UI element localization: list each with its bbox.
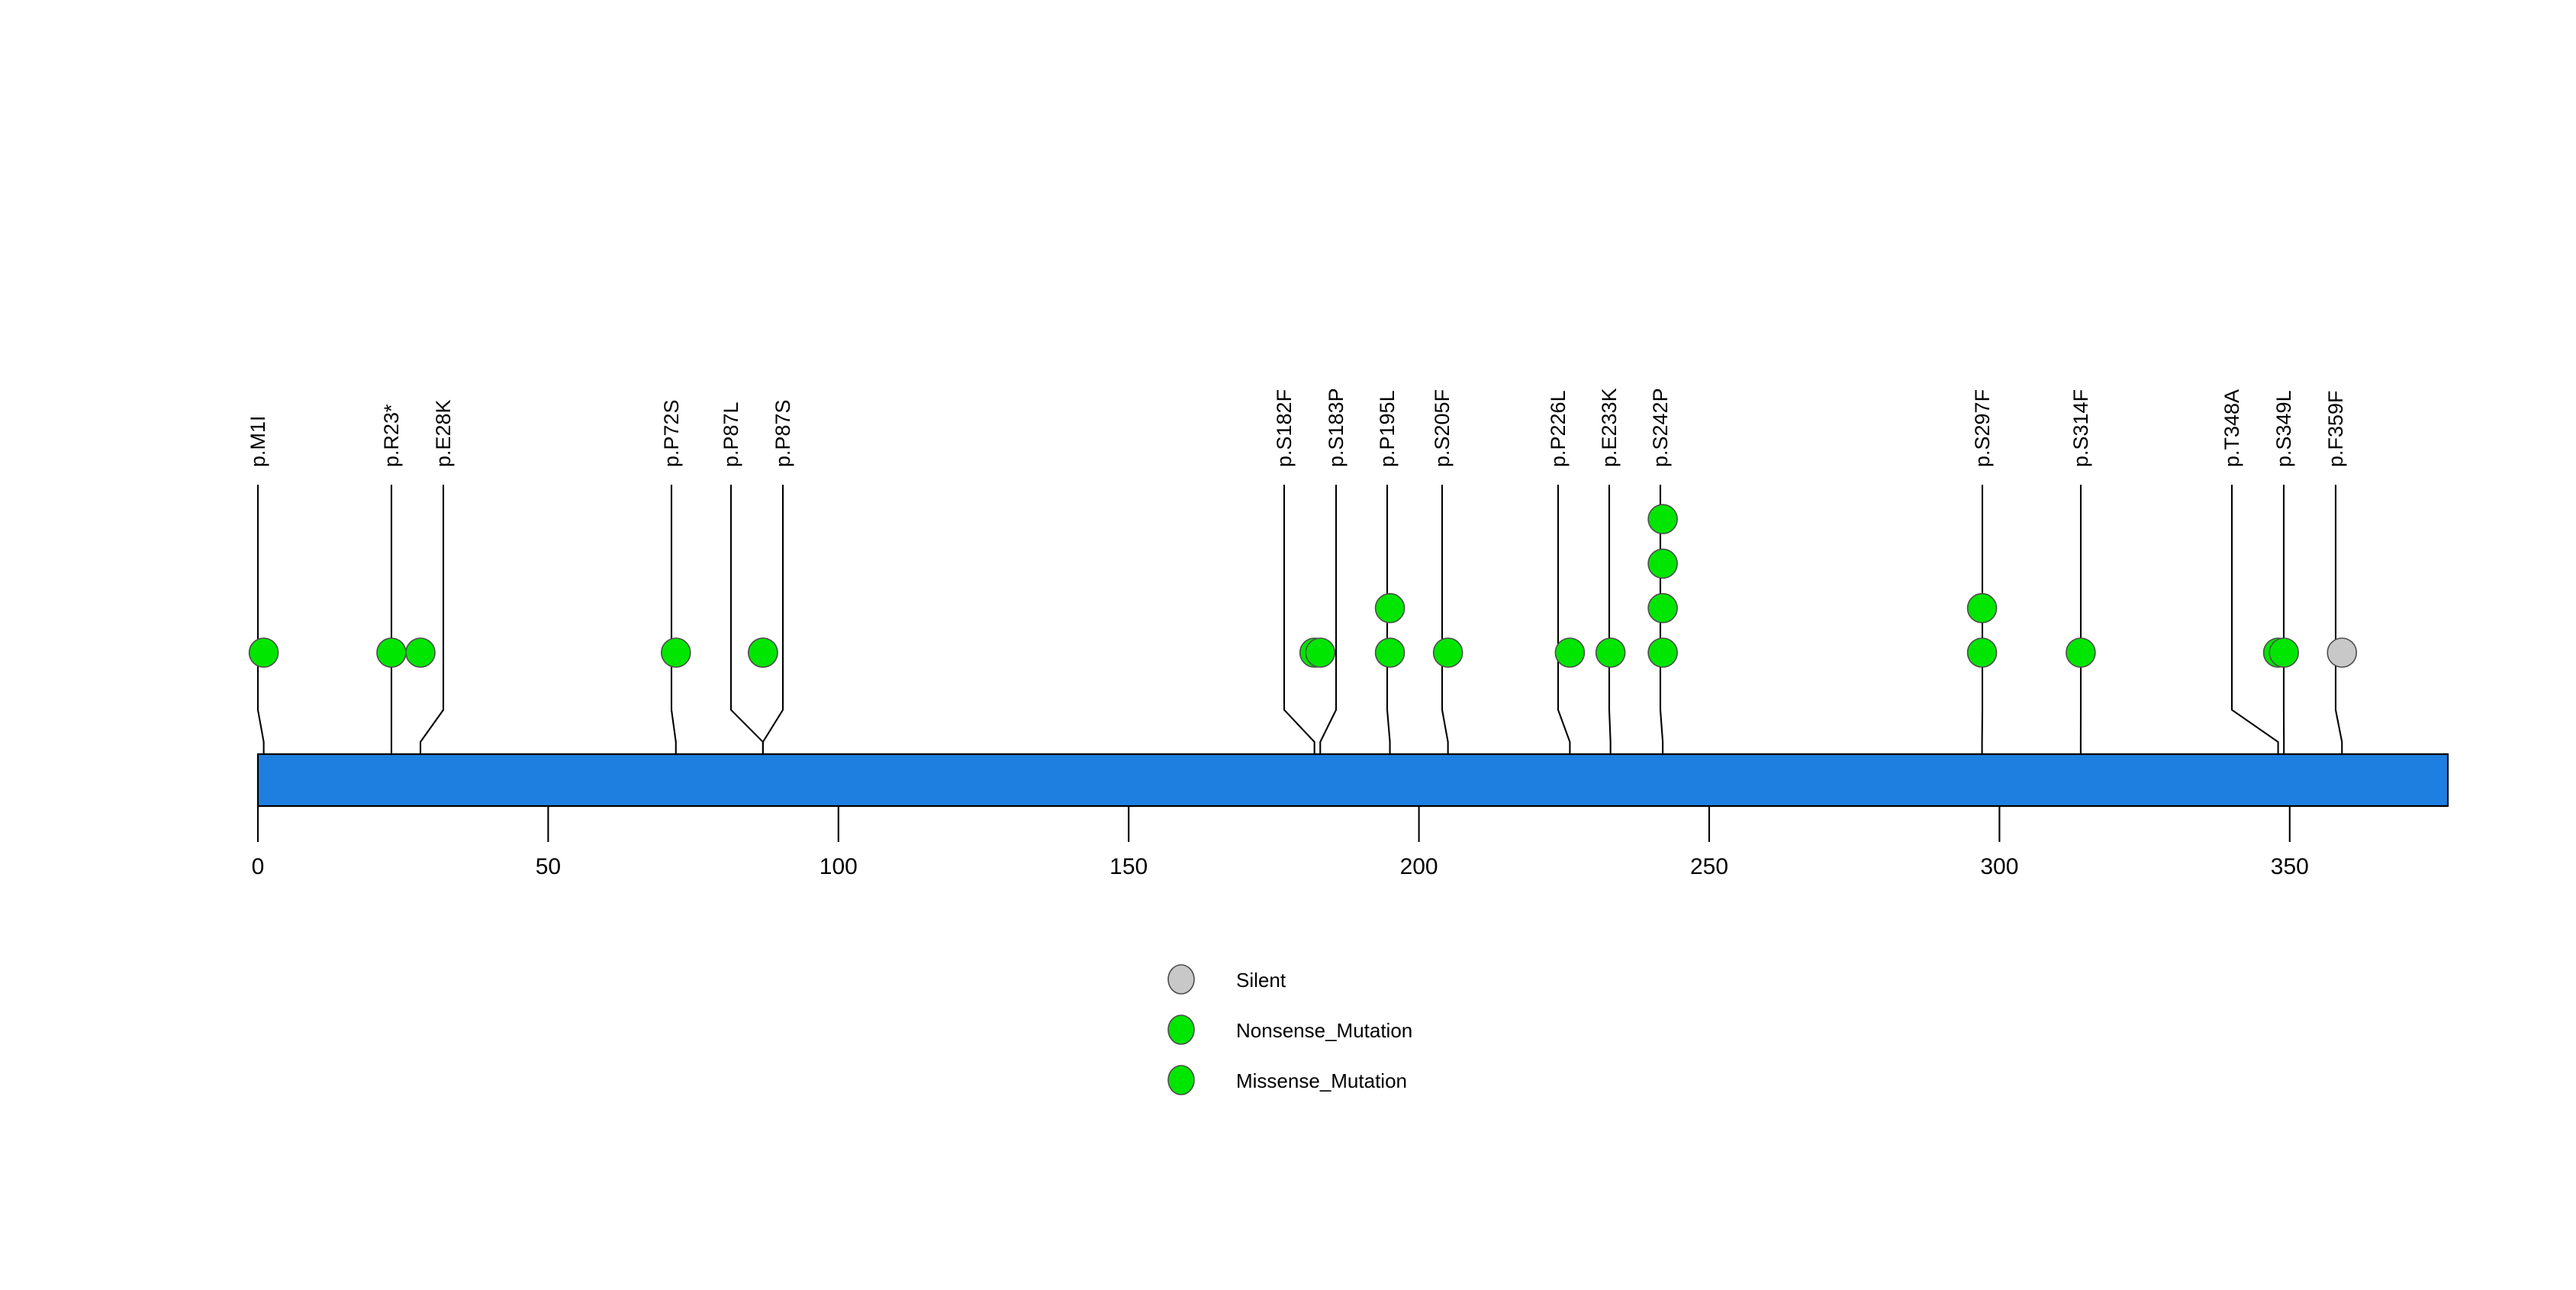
legend-label[interactable]: Nonsense_Mutation bbox=[1236, 1019, 1412, 1042]
lollipop-dot[interactable] bbox=[1374, 592, 1406, 624]
protein-bar[interactable] bbox=[256, 753, 2449, 808]
x-axis-tick-label: 100 bbox=[819, 854, 858, 879]
lollipop-dot[interactable] bbox=[1305, 637, 1336, 668]
mutation-label[interactable]: p.P87L bbox=[720, 402, 742, 467]
lollipop-dot[interactable] bbox=[1647, 504, 1678, 534]
lollipop-dot[interactable] bbox=[2326, 637, 2358, 668]
x-axis-tick-label: 250 bbox=[1690, 854, 1728, 879]
lollipop-dot[interactable] bbox=[376, 637, 407, 668]
mutation-label[interactable]: p.F359F bbox=[2324, 390, 2347, 467]
legend-marker bbox=[1167, 964, 1195, 995]
lollipop-dot[interactable] bbox=[1647, 637, 1678, 668]
mutation-label[interactable]: p.P195L bbox=[1376, 390, 1399, 467]
lollipop-dot[interactable] bbox=[1647, 548, 1678, 579]
lollipop-dot[interactable] bbox=[1966, 637, 1998, 668]
mutation-label[interactable]: p.T348A bbox=[2220, 389, 2243, 467]
mutation-label[interactable]: p.S205F bbox=[1431, 389, 1454, 467]
lollipop-dot[interactable] bbox=[660, 637, 691, 668]
legend-label[interactable]: Missense_Mutation bbox=[1236, 1069, 1407, 1092]
x-axis-tick-label: 150 bbox=[1109, 854, 1148, 879]
x-axis-tick-label: 200 bbox=[1400, 854, 1438, 879]
lollipop-dot[interactable] bbox=[1966, 592, 1998, 624]
mutation-label[interactable]: p.P226L bbox=[1547, 390, 1570, 467]
lollipop-dot[interactable] bbox=[1647, 592, 1678, 624]
mutation-label[interactable]: p.S242P bbox=[1649, 388, 1672, 467]
lollipop-dot[interactable] bbox=[405, 637, 436, 668]
x-axis-group: 0 50 100 150 200 250 300 350 bbox=[252, 805, 2448, 879]
legend-label[interactable]: Silent bbox=[1236, 969, 1286, 992]
mutation-labels-group: p.M1I p.R23* p.E28K p.P72S p.P87L p.P87S p.S18… bbox=[246, 388, 2347, 467]
protein-bar-group bbox=[256, 753, 2449, 808]
mutation-label[interactable]: p.R23* bbox=[380, 404, 403, 467]
mutation-label[interactable]: p.P87S bbox=[771, 399, 794, 467]
x-axis-tick-label: 300 bbox=[1980, 854, 2018, 879]
x-axis-tick-label: 350 bbox=[2271, 854, 2309, 879]
legend-marker bbox=[1167, 1065, 1195, 1095]
lollipop-dots-group bbox=[248, 504, 2358, 668]
mutation-label[interactable]: p.S314F bbox=[2069, 389, 2092, 467]
lollipop-dot[interactable] bbox=[1554, 637, 1586, 668]
lollipop-dot[interactable] bbox=[1595, 637, 1626, 668]
legend-marker bbox=[1167, 1014, 1195, 1045]
mutation-label[interactable]: p.E28K bbox=[432, 399, 455, 467]
lollipop-dot[interactable] bbox=[248, 637, 279, 668]
lollipop-dot[interactable] bbox=[2066, 637, 2096, 668]
x-axis-tick-label: 50 bbox=[536, 854, 561, 879]
mutation-label[interactable]: p.S349L bbox=[2272, 390, 2295, 467]
lollipop-dot[interactable] bbox=[2268, 637, 2299, 668]
mutation-label[interactable]: p.M1I bbox=[246, 415, 269, 467]
lollipop-dot[interactable] bbox=[1374, 637, 1406, 668]
lollipop-dot[interactable] bbox=[748, 637, 778, 668]
mutation-label[interactable]: p.P72S bbox=[660, 399, 683, 467]
lollipop-dot[interactable] bbox=[1432, 637, 1463, 668]
mutation-label[interactable]: p.S297F bbox=[1971, 389, 1994, 467]
x-axis-tick-label: 0 bbox=[252, 854, 265, 879]
mutation-label[interactable]: p.S182F bbox=[1273, 389, 1296, 467]
mutation-label[interactable]: p.S183P bbox=[1325, 388, 1348, 467]
mutation-label[interactable]: p.E233K bbox=[1598, 388, 1621, 467]
